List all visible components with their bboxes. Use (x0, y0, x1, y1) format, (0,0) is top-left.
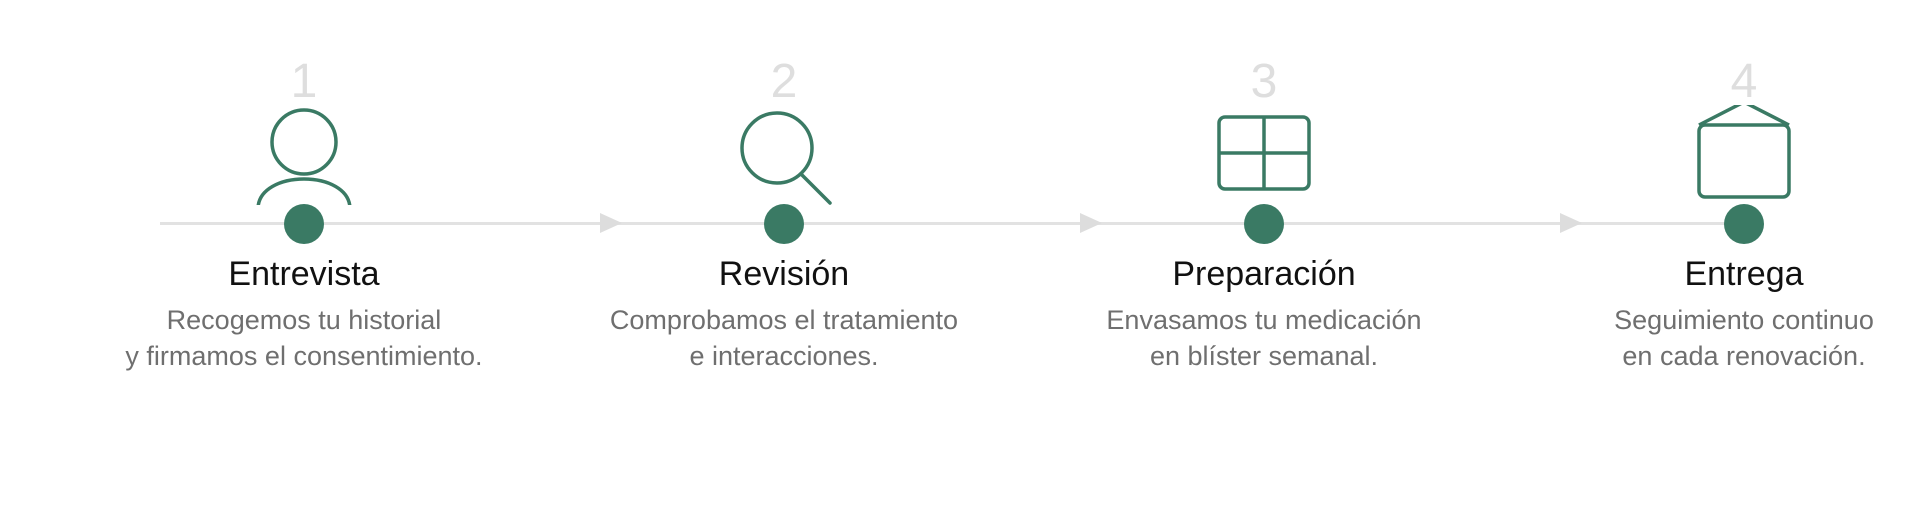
step-title: Entrevista (228, 255, 380, 293)
step-description-line: en cada renovación. (1622, 341, 1866, 371)
step-marker (1244, 204, 1284, 244)
step-description: Recogemos tu historial y firmamos el con… (84, 302, 524, 374)
step-title: Revisión (718, 255, 850, 293)
magnifier-icon (740, 111, 832, 205)
step-3: 3 Preparación Envasamos tu medicación en… (1044, 0, 1484, 512)
step-number: 3 (1250, 55, 1278, 108)
blister-grid-icon (1217, 115, 1311, 191)
step-description-line: y firmamos el consentimiento. (125, 341, 483, 371)
step-2: 2 Revisión Comprobamos el tratamiento e … (564, 0, 1004, 512)
step-marker (764, 204, 804, 244)
arrow-right-icon (1080, 213, 1102, 233)
step-description-line: Seguimiento continuo (1614, 305, 1874, 335)
delivery-box-icon (1697, 105, 1791, 199)
step-number: 4 (1730, 55, 1758, 108)
step-description: Comprobamos el tratamiento e interaccion… (564, 302, 1004, 374)
step-4: 4 Entrega Seguimiento continuo en cada r… (1524, 0, 1920, 512)
step-1: 1 Entrevista Recogemos tu historial y fi… (84, 0, 524, 512)
step-title: Preparación (1172, 255, 1356, 293)
step-description-line: Envasamos tu medicación (1106, 305, 1422, 335)
step-description-line: e interacciones. (689, 341, 879, 371)
person-icon (256, 108, 352, 205)
step-description: Seguimiento continuo en cada renovación. (1524, 302, 1920, 374)
step-number: 2 (770, 55, 798, 108)
step-description-line: en blíster semanal. (1149, 341, 1379, 371)
step-title: Entrega (1684, 255, 1804, 293)
timeline-line (160, 222, 1760, 225)
step-description: Envasamos tu medicación en blíster seman… (1044, 302, 1484, 374)
arrow-right-icon (1560, 213, 1582, 233)
step-marker (1724, 204, 1764, 244)
step-description-line: Comprobamos el tratamiento (609, 305, 959, 335)
step-description-line: Recogemos tu historial (166, 305, 442, 335)
step-number: 1 (290, 55, 318, 108)
step-marker (284, 204, 324, 244)
arrow-right-icon (600, 213, 622, 233)
